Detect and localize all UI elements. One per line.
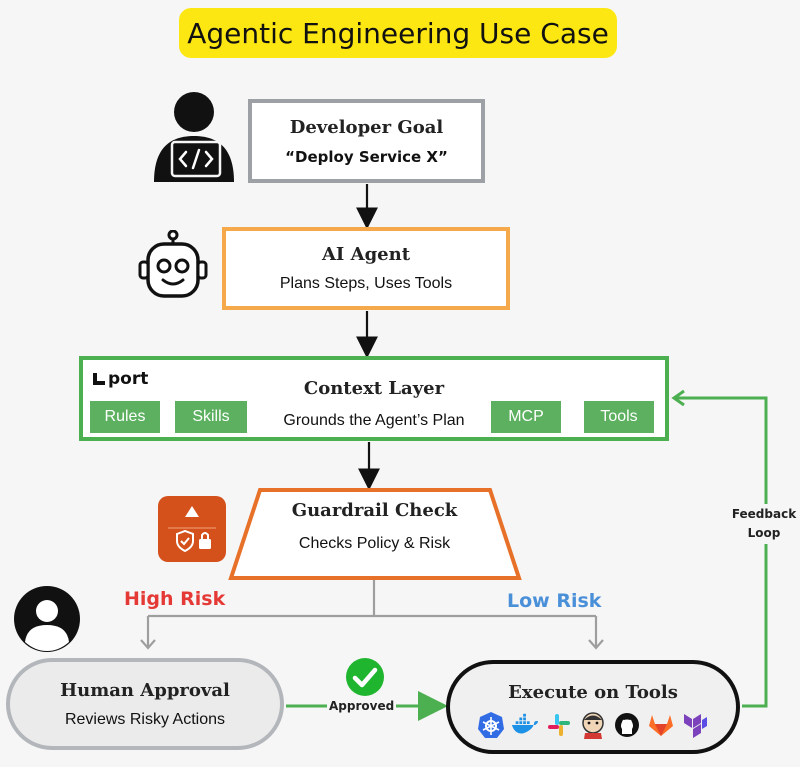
guardrail-box: Guardrail Check Checks Policy & Risk [232,500,517,553]
ai-agent-subtitle: Plans Steps, Uses Tools [279,275,453,292]
context-layer-title: Context Layer [303,378,445,399]
chip-skills: Skills [175,401,247,433]
human-avatar-icon [14,586,80,652]
developer-icon [154,92,234,182]
ai-agent-box: AI Agent Plans Steps, Uses Tools [222,227,510,310]
jenkins-icon [579,711,607,739]
feedback-loop-line [676,396,768,708]
guardrail-subtitle: Checks Policy & Risk [298,535,451,552]
guardrail-title: Guardrail Check [291,500,458,521]
github-icon [613,711,641,739]
execute-title: Execute on Tools [508,682,678,703]
human-approval-subtitle: Reviews Risky Actions [64,710,226,728]
context-layer-box: port Context Layer Grounds the Agent’s P… [79,356,669,441]
port-logo: port [93,369,148,389]
branch-connector [146,579,598,646]
approved-label: Approved [327,699,397,713]
execute-on-tools-box: Execute on Tools [446,660,740,754]
docker-icon [511,711,539,739]
chip-rules: Rules [90,401,160,433]
port-logo-mark [93,373,105,385]
slack-icon [545,711,573,739]
kubernetes-icon [477,711,505,739]
robot-icon [138,230,208,298]
guardrail-trapezoid [228,488,522,580]
gitlab-icon [647,711,675,739]
tool-icons-row [477,711,709,739]
guardrail-shield-lock-icon [158,496,226,562]
developer-goal-box: Developer Goal “Deploy Service X” [248,99,485,183]
developer-goal-title: Developer Goal [289,116,444,138]
context-layer-subtitle: Grounds the Agent’s Plan [283,412,465,429]
chip-mcp: MCP [491,401,561,433]
port-logo-text: port [108,369,149,389]
ai-agent-title: AI Agent [321,244,411,265]
page-title: Agentic Engineering Use Case [179,8,617,58]
chip-tools: Tools [584,401,654,433]
developer-goal-subtitle: “Deploy Service X” [285,147,448,166]
low-risk-label: Low Risk [507,590,602,612]
human-approval-title: Human Approval [60,679,230,701]
human-approval-box: Human Approval Reviews Risky Actions [6,658,284,750]
approved-check-icon [346,658,384,696]
terraform-icon [681,711,709,739]
high-risk-label: High Risk [124,588,226,610]
